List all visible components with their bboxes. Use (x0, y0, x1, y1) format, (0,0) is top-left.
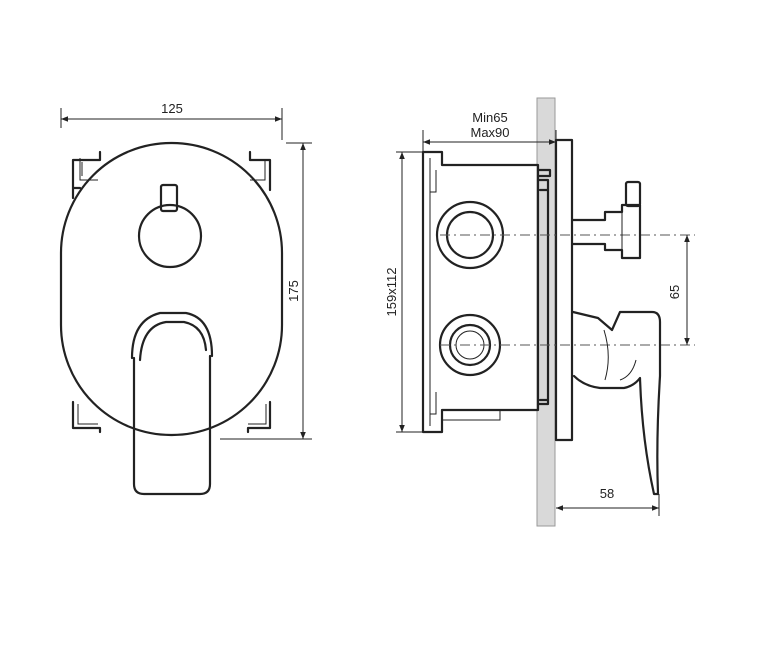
flange-plate (554, 138, 574, 442)
box-ribs (536, 168, 552, 406)
lever-handle (130, 311, 214, 496)
diverter-pin (159, 183, 179, 213)
dimension-min-depth: Min65 (472, 110, 507, 125)
dimension-outlet-spacing: 65 (667, 285, 682, 299)
dimension-height-175: 175 (286, 280, 301, 302)
cover-plate (59, 141, 284, 437)
dimension-box-size: 159x112 (384, 268, 399, 317)
bracket-tab-bottom-left (77, 404, 98, 425)
bracket-tab-top-left (79, 158, 98, 181)
lever-handle-inner (138, 320, 208, 362)
diverter-side (571, 203, 642, 260)
dimension-width-125: 125 (161, 101, 183, 116)
diverter-side-pin (624, 180, 642, 208)
dimension-handle-projection: 58 (600, 486, 614, 501)
side-view: Min65 Max90 159x112 65 58 (384, 97, 695, 527)
bracket-tab-bottom-right (248, 404, 267, 425)
mounting-bracket (71, 150, 272, 434)
lever-side-detail (603, 329, 637, 381)
lever-side (571, 310, 662, 496)
diverter-knob (137, 203, 203, 269)
dimension-max-depth: Max90 (470, 125, 509, 140)
concealed-box-inner (429, 158, 501, 426)
wall-section (536, 97, 556, 527)
front-view: 125 175 (59, 101, 312, 496)
concealed-box (421, 150, 540, 434)
